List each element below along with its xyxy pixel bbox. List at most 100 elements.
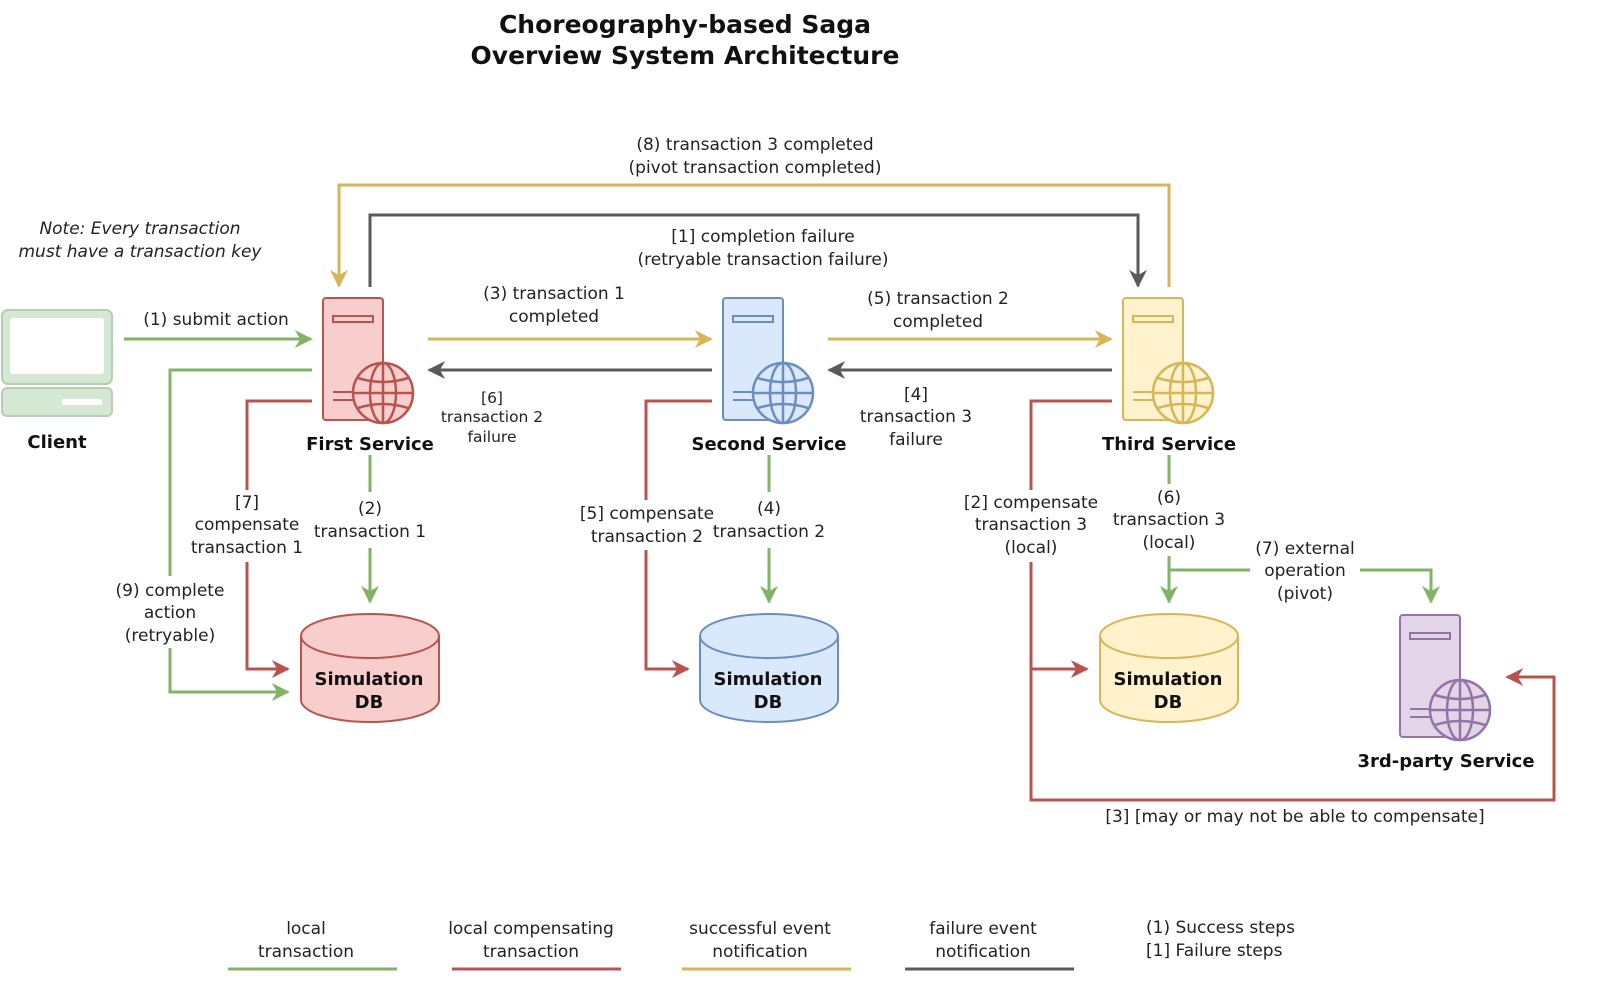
legend-item-local-compensating: local compensating transaction: [448, 919, 621, 971]
db3-label-line2: DB: [1154, 692, 1183, 713]
edge-label-e9-line2: action: [144, 603, 196, 623]
edge-label-f7: [7] compensate transaction 1: [191, 493, 303, 558]
third-party-service-label: 3rd-party Service: [1357, 751, 1534, 772]
edge-label-f6-line2: transaction 2: [441, 408, 543, 426]
simulation-db-3-icon: [1099, 613, 1239, 723]
edge-label-f1-line1: [1] completion failure: [671, 227, 854, 247]
edge-label-f7-line1: [7]: [235, 493, 259, 513]
label-bg-e8: [632, 130, 882, 178]
label-bg-e6: [1112, 484, 1226, 556]
edge-9-complete-action: [168, 368, 312, 701]
note-line1: Note: Every transaction: [39, 219, 240, 239]
edge-label-e5: (5) transaction 2 completed: [867, 289, 1009, 332]
edge-label-f6: [6] transaction 2 failure: [441, 389, 543, 446]
edge-label-f5-line1: [5] compensate: [580, 504, 714, 524]
edge-label-f7-line3: transaction 1: [191, 538, 303, 558]
legend-item-failure-event: failure event notification: [905, 919, 1074, 971]
edge-label-f6-line1: [6]: [481, 389, 503, 407]
legend-failure-steps: [1] Failure steps: [1146, 941, 1283, 961]
third-party-service-server-icon: [1398, 613, 1492, 742]
label-bg-f1: [640, 222, 888, 272]
db1-label-line1: Simulation: [315, 669, 424, 690]
edge-label-f4-line1: [4]: [904, 385, 928, 405]
edge-label-e7-line3: (pivot): [1277, 584, 1333, 604]
edge-label-f6-line3: failure: [468, 428, 517, 446]
edge-label-e5-line1: (5) transaction 2: [867, 289, 1009, 309]
edge-label-e8: (8) transaction 3 completed (pivot trans…: [629, 135, 882, 178]
legend-success-line1: successful event: [689, 919, 831, 939]
edge-label-f7-line2: compensate: [195, 515, 300, 535]
edge-label-e4-line2: transaction 2: [713, 522, 825, 542]
legend: local transaction local compensating tra…: [228, 918, 1295, 971]
edge-label-f4-line2: transaction 3: [860, 407, 972, 427]
edge-label-e2-line1: (2): [358, 499, 382, 519]
edge-label-e6-line1: (6): [1157, 488, 1181, 508]
edge-label-f1-line2: (retryable transaction failure): [638, 250, 889, 270]
edge-label-e3: (3) transaction 1 completed: [483, 284, 625, 327]
edge-label-f5: [5] compensate transaction 2: [580, 504, 714, 547]
label-bg-e9: [112, 576, 228, 648]
edge-label-e6: (6) transaction 3 (local): [1113, 488, 1225, 553]
edge-label-e8-line2: (pivot transaction completed): [629, 158, 882, 178]
edge-label-e7-line1: (7) external: [1255, 539, 1354, 559]
edge-label-e8-line1: (8) transaction 3 completed: [636, 135, 873, 155]
legend-success-line2: notification: [712, 942, 808, 962]
edge-label-f2-line1: [2] compensate: [964, 493, 1098, 513]
legend-compensating-line2: transaction: [483, 942, 579, 962]
edge-label-f2: [2] compensate transaction 3 (local): [964, 493, 1098, 558]
diagram-title-line1: Choreography-based Saga: [499, 10, 871, 39]
label-bg-e4: [712, 492, 828, 548]
db1-label-line2: DB: [355, 692, 384, 713]
legend-local-transaction-line1: local: [286, 919, 326, 939]
third-service-label: Third Service: [1102, 434, 1236, 455]
legend-item-successful-event: successful event notification: [682, 919, 851, 971]
legend-success-steps: (1) Success steps: [1146, 918, 1295, 938]
edge-label-f4: [4] transaction 3 failure: [860, 385, 972, 450]
label-bg-f2: [964, 490, 1100, 562]
edge-label-e7: (7) external operation (pivot): [1255, 539, 1354, 604]
edge-label-e4-line1: (4): [757, 499, 781, 519]
legend-failure-line2: notification: [935, 942, 1031, 962]
client-label: Client: [27, 432, 87, 453]
edge-f3-compensate-third-party: [1029, 668, 1556, 802]
edge-label-f2-line3: (local): [1005, 538, 1058, 558]
edge-label-f3-line1: [3] [may or may not be able to compensat…: [1105, 807, 1484, 827]
simulation-db-1-icon: [300, 613, 440, 723]
label-bg-f5: [580, 500, 714, 550]
db2-label-line1: Simulation: [714, 669, 823, 690]
client-computer-icon: [1, 309, 113, 417]
edge-label-f2-line2: transaction 3: [975, 515, 1087, 535]
edge-label-f1: [1] completion failure (retryable transa…: [638, 227, 889, 270]
label-bg-e7: [1250, 536, 1360, 606]
db2-label-line2: DB: [754, 692, 783, 713]
edge-label-e6-line2: transaction 3: [1113, 510, 1225, 530]
third-service-server-icon: [1121, 296, 1215, 425]
edge-label-e6-line3: (local): [1143, 533, 1196, 553]
edge-8-transaction-3-completed: [330, 183, 1171, 288]
legend-compensating-line1: local compensating: [448, 919, 614, 939]
edge-label-e5-line2: completed: [893, 312, 983, 332]
note-line2: must have a transaction key: [19, 242, 263, 262]
label-bg-f7: [190, 490, 305, 562]
edge-label-f5-line2: transaction 2: [591, 527, 703, 547]
legend-failure-line1: failure event: [929, 919, 1037, 939]
diagram-title-line2: Overview System Architecture: [471, 41, 900, 70]
edge-label-e1-line1: (1) submit action: [143, 310, 289, 330]
edge-label-e2: (2) transaction 1: [314, 499, 426, 542]
simulation-db-2-icon: [699, 613, 839, 723]
edge-label-e2-line2: transaction 1: [314, 522, 426, 542]
label-bg-e2: [290, 492, 450, 548]
first-service-label: First Service: [306, 434, 434, 455]
second-service-server-icon: [721, 296, 815, 425]
edge-label-e9: (9) complete action (retryable): [116, 581, 225, 646]
edge-label-e3-line2: completed: [509, 307, 599, 327]
first-service-server-icon: [321, 296, 415, 425]
second-service-label: Second Service: [691, 434, 846, 455]
edge-f1-completion-failure: [368, 213, 1147, 288]
edge-label-e1: (1) submit action: [143, 310, 289, 330]
db3-label-line1: Simulation: [1114, 669, 1223, 690]
edge-label-e9-line3: (retryable): [125, 626, 215, 646]
edge-label-e3-line1: (3) transaction 1: [483, 284, 625, 304]
edge-label-e4: (4) transaction 2: [713, 499, 825, 542]
